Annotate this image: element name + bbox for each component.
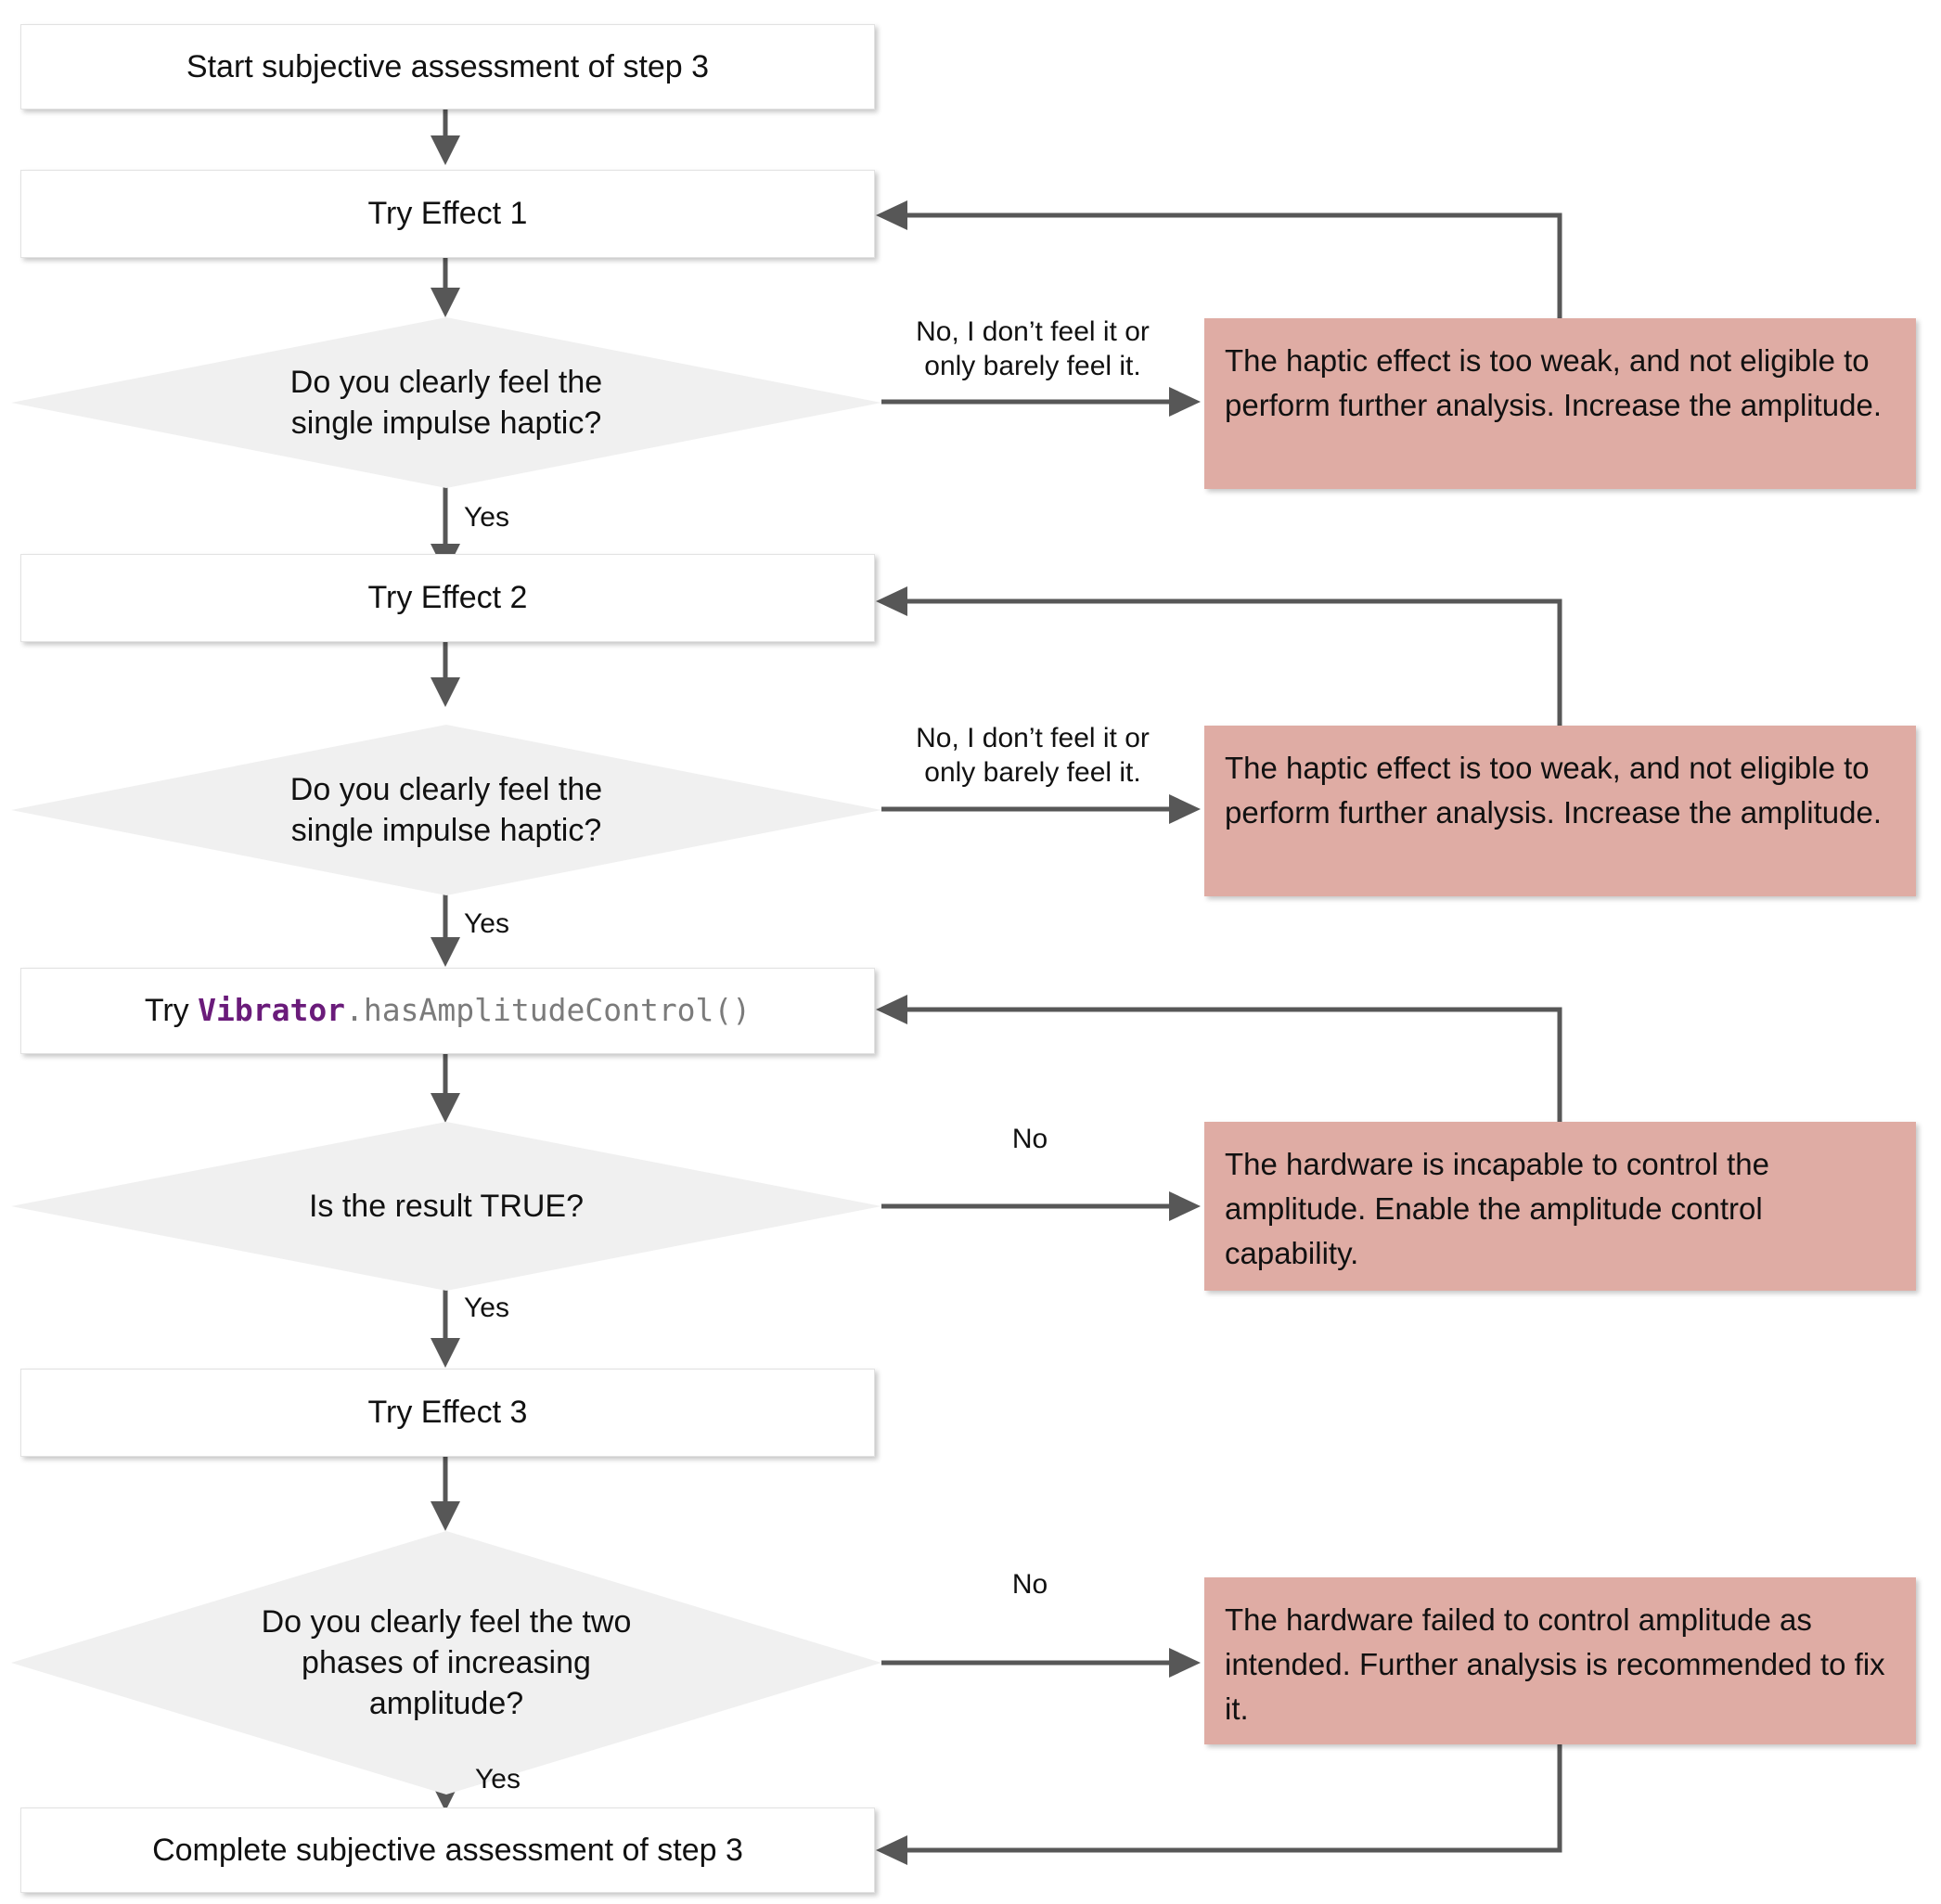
node-decision-3[interactable]: Is the result TRUE? (11, 1122, 881, 1291)
node-try-effect-2-label: Try Effect 2 (367, 580, 528, 616)
node-decision-2[interactable]: Do you clearly feel the single impulse h… (11, 725, 881, 895)
node-try-vibrator-api-label: Try Vibrator.hasAmplitudeControl() (145, 991, 751, 1031)
node-decision-4[interactable]: Do you clearly feel the two phases of in… (11, 1531, 881, 1795)
edge-label-no-4: No (1011, 1569, 1048, 1600)
node-error-3: The hardware is incapable to control the… (1204, 1122, 1916, 1291)
node-error-3-text: The hardware is incapable to control the… (1225, 1147, 1770, 1270)
node-error-2-text: The haptic effect is too weak, and not e… (1225, 751, 1883, 830)
edge-label-no-3: No (1011, 1124, 1048, 1154)
edge-error1-back-to-effect1 (876, 200, 1562, 318)
node-complete-label: Complete subjective assessment of step 3 (152, 1832, 743, 1868)
node-complete[interactable]: Complete subjective assessment of step 3 (20, 1808, 875, 1893)
edge-error3-back-to-api (876, 995, 1562, 1122)
node-try-vibrator-api[interactable]: Try Vibrator.hasAmplitudeControl() (20, 968, 875, 1054)
node-error-1: The haptic effect is too weak, and not e… (1204, 318, 1916, 489)
code-method-name: .hasAmplitudeControl() (345, 992, 752, 1029)
edge-decision2-to-error2 (881, 794, 1201, 824)
edge-decision4-to-error4 (881, 1648, 1201, 1678)
edge-decision2-to-api (431, 894, 460, 967)
node-try-effect-3-label: Try Effect 3 (367, 1395, 528, 1431)
edge-label-no-feel-1: No, I don’t feel it or only barely feel … (916, 316, 1150, 381)
edge-label-yes-2: Yes (464, 908, 509, 939)
edge-decision1-to-error1 (881, 387, 1201, 417)
node-error-1-text: The haptic effect is too weak, and not e… (1225, 343, 1883, 422)
edge-label-yes-1: Yes (464, 502, 509, 533)
code-class-name: Vibrator (198, 992, 346, 1029)
edge-decision3-to-error3 (881, 1191, 1201, 1221)
node-decision-1[interactable]: Do you clearly feel the single impulse h… (11, 317, 881, 488)
edge-error2-back-to-effect2 (876, 586, 1562, 726)
code-prefix: Try (144, 993, 199, 1029)
node-error-4-text: The hardware failed to control amplitude… (1225, 1602, 1885, 1726)
node-error-2: The haptic effect is too weak, and not e… (1204, 726, 1916, 896)
node-try-effect-1-label: Try Effect 1 (367, 196, 528, 232)
node-try-effect-1[interactable]: Try Effect 1 (20, 170, 875, 258)
edge-label-no-feel-2: No, I don’t feel it or only barely feel … (916, 723, 1150, 788)
node-try-effect-2[interactable]: Try Effect 2 (20, 554, 875, 642)
node-try-effect-3[interactable]: Try Effect 3 (20, 1369, 875, 1457)
edge-decision3-to-effect3 (431, 1290, 460, 1368)
node-start[interactable]: Start subjective assessment of step 3 (20, 24, 875, 109)
edge-effect3-to-decision4 (431, 1457, 460, 1531)
node-error-4: The hardware failed to control amplitude… (1204, 1577, 1916, 1744)
edge-start-to-effect1 (431, 109, 460, 165)
edge-effect2-to-decision2 (431, 642, 460, 707)
edge-effect1-to-decision1 (431, 258, 460, 317)
edge-api-to-decision3 (431, 1054, 460, 1123)
edge-label-yes-3: Yes (464, 1293, 509, 1323)
node-start-label: Start subjective assessment of step 3 (186, 48, 710, 84)
edge-label-yes-4: Yes (475, 1764, 521, 1795)
edge-error4-to-complete (876, 1744, 1562, 1865)
